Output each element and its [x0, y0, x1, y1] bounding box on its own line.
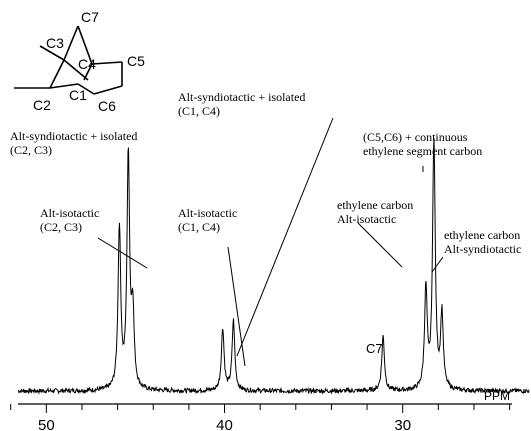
label-c7: C7 — [81, 9, 99, 25]
annotation-a4-line-1: (C1, C4) — [178, 104, 220, 118]
annotation-a8-line-1: Alt-syndiotactic — [444, 242, 521, 256]
bond-c4-c5 — [91, 61, 123, 65]
label-c1: C1 — [69, 87, 87, 103]
annotation-a5-line-0: (C5,C6) + continuous — [363, 130, 468, 144]
label-c2: C2 — [33, 97, 51, 113]
x-axis-label: PPM — [484, 389, 510, 403]
leader-line-5 — [431, 256, 444, 273]
bond-c4-c1 — [83, 63, 93, 81]
bond-c3-methyl — [39, 45, 65, 61]
label-c6: C6 — [98, 98, 116, 114]
annotation-a6-line-1: Alt-isotactic — [337, 212, 396, 226]
bond-c2-c1 — [49, 83, 79, 89]
label-c4: C4 — [78, 56, 96, 72]
bond-c3-c4 — [63, 59, 89, 81]
bond-c3-c2 — [49, 59, 65, 89]
bond-c6-c1 — [93, 85, 123, 95]
leader-line-0 — [97, 237, 148, 269]
annotation-a4-line-0: Alt-syndiotactic + isolated — [178, 90, 305, 104]
bond-c7-c4 — [77, 25, 93, 65]
annotation-leaders — [97, 117, 444, 367]
annotation-a2-line-1: (C2, C3) — [40, 220, 82, 234]
label-c5: C5 — [127, 53, 145, 69]
x-tick-label: 30 — [394, 417, 411, 431]
annotation-a3-line-1: (C1, C4) — [178, 220, 220, 234]
x-tick-label: 40 — [216, 417, 233, 431]
peak-annotations: Alt-syndiotactic + isolated(C2, C3)Alt-i… — [10, 90, 521, 356]
x-axis-tick-labels: 50 40 30 — [38, 417, 411, 431]
annotation-a5-line-1: ethylene segment carbon — [363, 144, 482, 158]
label-c3: C3 — [46, 35, 64, 51]
annotation-a3-line-0: Alt-isotactic — [178, 206, 237, 220]
leader-line-1 — [227, 246, 246, 367]
norbornene-structure-inset — [14, 25, 123, 95]
annotation-a1-line-1: (C2, C3) — [10, 143, 52, 157]
bond-c7-c3 — [63, 25, 79, 61]
annotation-a2-line-0: Alt-isotactic — [40, 206, 99, 220]
leader-line-2 — [236, 117, 334, 357]
annotation-a6-line-0: ethylene carbon — [337, 198, 413, 212]
bond-c1-c6 — [77, 83, 95, 95]
annotation-a1-line-0: Alt-syndiotactic + isolated — [10, 129, 137, 143]
leader-line-3 — [357, 222, 403, 268]
x-tick-label: 50 — [38, 417, 55, 431]
annotation-a7-line-0: C7 — [366, 341, 383, 356]
spectrum-trace — [17, 137, 530, 395]
x-axis-ticks — [10, 404, 511, 413]
annotation-a8-line-0: ethylene carbon — [444, 228, 520, 242]
